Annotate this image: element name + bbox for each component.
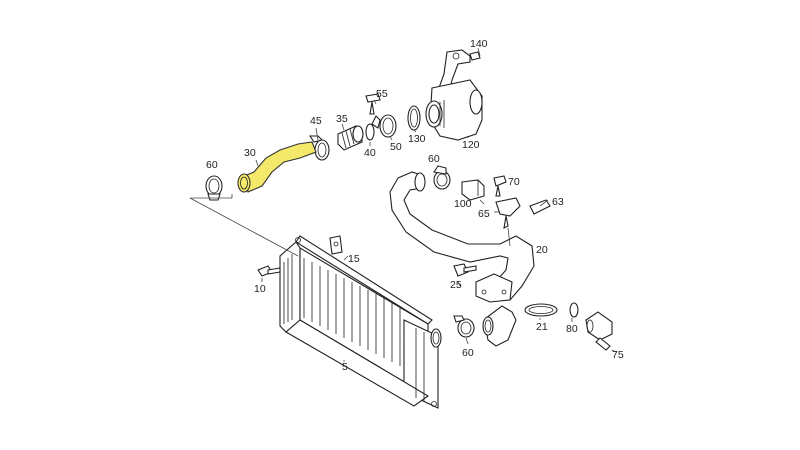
part-25-bolt[interactable] <box>453 263 477 277</box>
part-120-air-housing[interactable] <box>425 79 483 141</box>
part-80-o-ring[interactable] <box>569 302 579 318</box>
leader-lines <box>255 99 617 362</box>
part-21-gasket[interactable] <box>524 303 558 317</box>
label-75: 75 <box>612 349 624 361</box>
label-45: 45 <box>310 115 322 127</box>
assembly-outline <box>189 194 299 257</box>
label-30: 30 <box>244 147 256 159</box>
label-55: 55 <box>376 88 388 100</box>
part-100-sensor[interactable] <box>461 179 485 201</box>
part-60-clamp-left[interactable] <box>205 175 223 201</box>
label-140: 140 <box>470 38 488 50</box>
label-70: 70 <box>508 176 520 188</box>
part-15-bracket[interactable] <box>329 235 343 255</box>
part-65-sensor[interactable] <box>495 197 521 229</box>
part-40-ring[interactable] <box>365 123 375 141</box>
label-63: 63 <box>552 196 564 208</box>
part-45-clamp[interactable] <box>308 135 330 161</box>
label-25: 25 <box>450 279 462 291</box>
part-30-hose[interactable] <box>237 141 317 193</box>
part-63-plug[interactable] <box>529 199 551 215</box>
label-100: 100 <box>454 198 472 210</box>
label-120: 120 <box>462 139 480 151</box>
part-10-bolt[interactable] <box>257 265 281 277</box>
label-60-upper: 60 <box>428 153 440 165</box>
label-10: 10 <box>254 283 266 295</box>
label-60-bottom: 60 <box>462 347 474 359</box>
label-15: 15 <box>348 253 360 265</box>
label-21: 21 <box>536 321 548 333</box>
callout-labels: 140 55 130 120 45 35 50 40 30 60 60 70 1… <box>206 38 624 373</box>
label-60-left: 60 <box>206 159 218 171</box>
label-20: 20 <box>536 244 548 256</box>
label-65: 65 <box>478 208 490 220</box>
part-20-pipe[interactable] <box>389 171 535 347</box>
part-50-clamp[interactable] <box>371 114 397 138</box>
part-55-bolt[interactable] <box>365 93 381 115</box>
label-35: 35 <box>336 113 348 125</box>
part-60-clamp-upper[interactable] <box>433 165 451 190</box>
part-35-connector[interactable] <box>337 125 364 151</box>
label-130: 130 <box>408 133 426 145</box>
label-50: 50 <box>390 141 402 153</box>
label-40: 40 <box>364 147 376 159</box>
part-130-o-ring[interactable] <box>407 105 421 131</box>
part-60-clamp-bottom[interactable] <box>453 315 475 338</box>
part-70-bolt[interactable] <box>493 175 507 197</box>
label-5: 5 <box>342 361 348 373</box>
label-80: 80 <box>566 323 578 335</box>
part-75-connector[interactable] <box>585 311 613 351</box>
part-5-intercooler[interactable] <box>279 235 442 409</box>
